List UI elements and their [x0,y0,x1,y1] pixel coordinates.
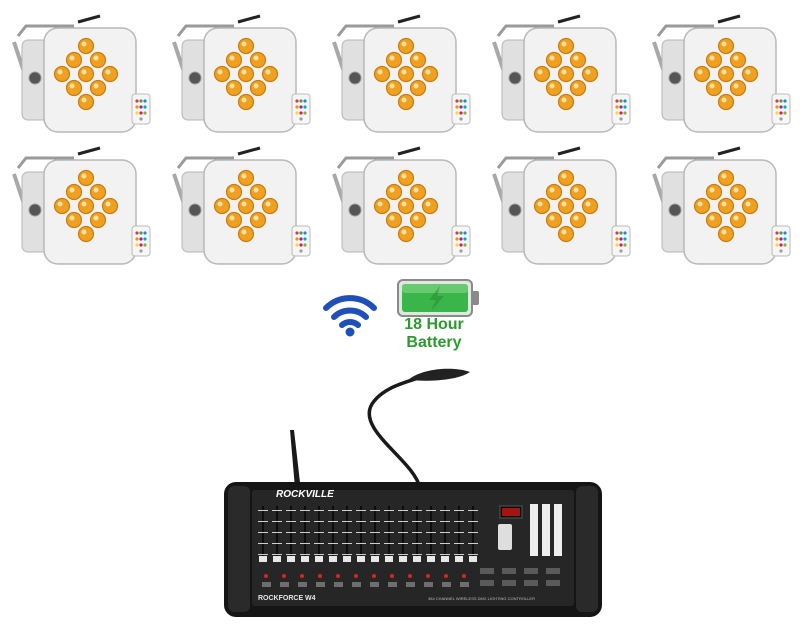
fader-track[interactable] [290,506,292,562]
channel-led [264,574,268,578]
controller-model: ROCKFORCE W4 [258,595,316,602]
channel-led [462,574,466,578]
control-wheel [498,524,512,550]
par-light-fixture [324,146,474,271]
fader-knob[interactable] [315,556,323,562]
function-button[interactable] [524,568,538,574]
channel-led [444,574,448,578]
channel-led [372,574,376,578]
fader-knob[interactable] [273,556,281,562]
charging-battery-icon [397,279,479,317]
channel-button[interactable] [298,582,307,587]
channel-led [390,574,394,578]
channel-button[interactable] [334,582,343,587]
fade-fader [554,504,562,556]
channel-led [336,574,340,578]
master-fader [530,504,538,556]
channel-button[interactable] [424,582,433,587]
channel-button[interactable] [388,582,397,587]
channel-button[interactable] [442,582,451,587]
lamp-head [408,368,470,381]
par-light-fixture [164,146,314,271]
battery-caption: 18 Hour Battery [384,316,484,352]
par-light-fixture [484,14,634,139]
battery-caption-line2: Battery [406,334,462,351]
fader-knob[interactable] [329,556,337,562]
controller-subtitle: 384 CHANNEL WIRELESS DMX LIGHTING CONTRO… [428,596,535,601]
fader-knob[interactable] [259,556,267,562]
channel-led [282,574,286,578]
par-light-fixture [164,14,314,139]
fader-knob[interactable] [287,556,295,562]
fader-track[interactable] [318,506,320,562]
function-button[interactable] [546,580,560,586]
channel-buttons [262,568,560,587]
fader-track[interactable] [402,506,404,562]
fader-bank [258,506,478,562]
fader-track[interactable] [472,506,474,562]
function-button[interactable] [524,580,538,586]
fader-track[interactable] [458,506,460,562]
channel-led [426,574,430,578]
channel-led [318,574,322,578]
par-light-fixture [484,146,634,271]
par-light-fixture [644,14,794,139]
fader-track[interactable] [416,506,418,562]
fader-track[interactable] [374,506,376,562]
fader-knob[interactable] [357,556,365,562]
fader-track[interactable] [332,506,334,562]
fader-knob[interactable] [399,556,407,562]
fader-knob[interactable] [371,556,379,562]
function-button[interactable] [480,580,494,586]
channel-button[interactable] [316,582,325,587]
gooseneck-lamp [367,374,425,489]
par-light-fixture [644,146,794,271]
function-button[interactable] [502,568,516,574]
fader-track[interactable] [430,506,432,562]
fader-knob[interactable] [469,556,477,562]
fader-track[interactable] [388,506,390,562]
fader-knob[interactable] [455,556,463,562]
channel-led [354,574,358,578]
channel-led [300,574,304,578]
channel-button[interactable] [280,582,289,587]
channel-button[interactable] [352,582,361,587]
par-light-fixture [324,14,474,139]
fader-track[interactable] [346,506,348,562]
fader-track[interactable] [262,506,264,562]
function-button[interactable] [546,568,560,574]
fader-track[interactable] [444,506,446,562]
channel-button[interactable] [370,582,379,587]
channel-led [408,574,412,578]
battery-caption-line1: 18 Hour [404,316,464,333]
fader-knob[interactable] [441,556,449,562]
fader-track[interactable] [276,506,278,562]
fader-knob[interactable] [385,556,393,562]
speed-fader [542,504,550,556]
fader-knob[interactable] [343,556,351,562]
wifi-icon [323,295,377,337]
fader-track[interactable] [360,506,362,562]
channel-button[interactable] [406,582,415,587]
function-button[interactable] [502,580,516,586]
channel-button[interactable] [460,582,469,587]
fader-knob[interactable] [427,556,435,562]
dmx-controller: ROCKVILLE ROCKFORCE W4 384 CHANNEL WIREL… [218,360,608,622]
controller-brand: ROCKVILLE [276,489,334,500]
fader-knob[interactable] [413,556,421,562]
channel-button[interactable] [262,582,271,587]
fader-track[interactable] [304,506,306,562]
par-light-fixture [4,14,154,139]
fader-knob[interactable] [301,556,309,562]
function-button[interactable] [480,568,494,574]
par-light-fixture [4,146,154,271]
